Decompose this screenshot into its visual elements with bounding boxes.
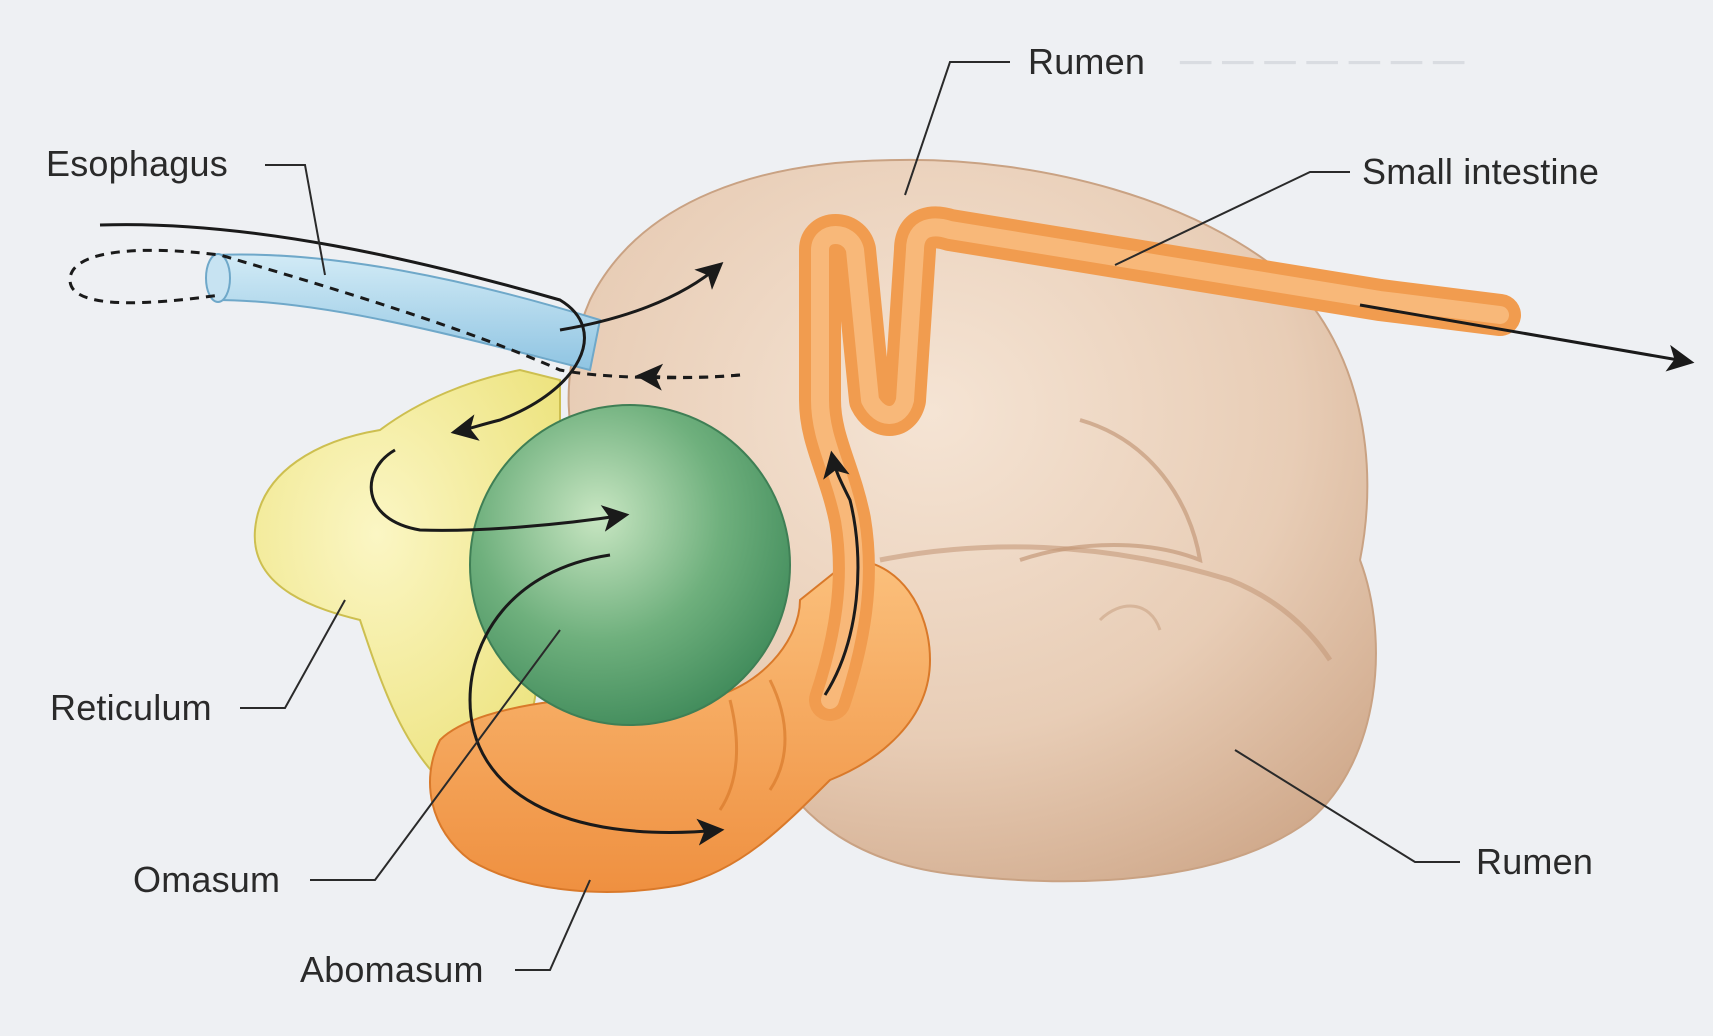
omasum-organ (470, 405, 790, 725)
label-rumen-top: Rumen (1028, 44, 1145, 80)
label-rumen-bottom: Rumen (1476, 844, 1593, 880)
leader-abomasum (515, 880, 590, 970)
label-abomasum: Abomasum (300, 952, 484, 988)
label-esophagus: Esophagus (46, 146, 228, 182)
leader-reticulum (240, 600, 345, 708)
label-reticulum: Reticulum (50, 690, 212, 726)
label-small-intestine: Small intestine (1362, 154, 1599, 190)
label-omasum: Omasum (133, 862, 280, 898)
esophagus-opening (206, 254, 230, 302)
intestine-exit-arrow (1360, 305, 1690, 362)
